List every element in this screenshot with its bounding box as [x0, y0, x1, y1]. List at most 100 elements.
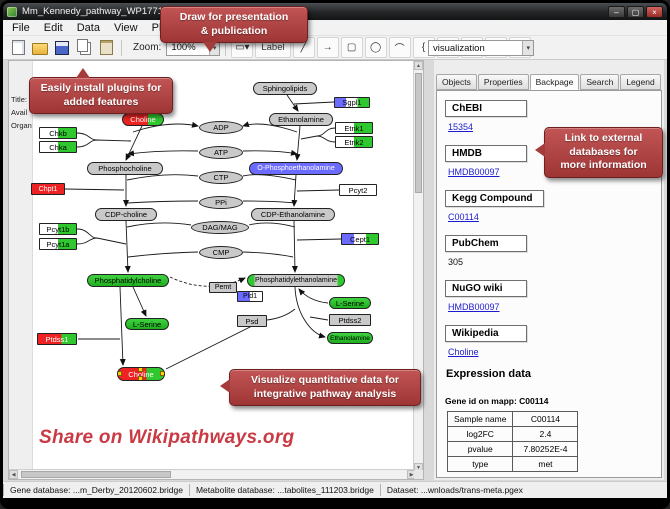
app-icon [7, 6, 17, 17]
node-cdp-choline[interactable]: CDP-choline [95, 208, 157, 221]
pathway-edge [242, 174, 297, 181]
selection-handle[interactable] [160, 371, 164, 376]
node-ptdss2[interactable]: Ptdss2 [329, 314, 371, 326]
node-l-serine-left[interactable]: L-Serine [125, 318, 169, 330]
node-ptdss1[interactable]: Ptdss1 [37, 333, 77, 345]
node-pld1[interactable]: Pld1 [237, 291, 263, 302]
node-label: ADP [213, 123, 229, 132]
node-ppi[interactable]: PPi [199, 196, 243, 209]
node-choline-bottom[interactable]: Choline [117, 367, 165, 381]
arrow-tool-button[interactable]: → [316, 37, 339, 58]
copy-icon [76, 39, 88, 52]
node-ctp[interactable]: CTP [199, 171, 243, 184]
node-cdp-ethanolamine[interactable]: CDP-Ethanolamine [251, 208, 335, 221]
selection-handle[interactable] [138, 376, 143, 380]
visualization-select[interactable]: visualization ▾ [428, 40, 534, 56]
new-file-button[interactable] [8, 38, 28, 57]
node-label: Phosphocholine [98, 164, 152, 173]
close-button[interactable]: × [646, 5, 663, 18]
callout-text: Draw for presentation [179, 11, 289, 23]
save-button[interactable] [52, 38, 72, 57]
rectangle-tool-button[interactable]: ▢ [340, 37, 363, 58]
node-cept1[interactable]: Cept1 [341, 233, 379, 245]
scroll-up-icon[interactable]: ▲ [414, 61, 423, 70]
toolbar-file-group [8, 38, 116, 57]
node-phosphocholine[interactable]: Phosphocholine [87, 162, 163, 175]
toolbar-separator [225, 39, 227, 56]
node-sphingolipids[interactable]: Sphingolipids [253, 82, 317, 95]
menu-edit[interactable]: Edit [43, 21, 63, 34]
horizontal-scrollbar[interactable]: ◀ ▶ [9, 469, 416, 479]
node-l-serine-right[interactable]: L-Serine [329, 297, 371, 309]
node-pcyt1a[interactable]: Pcyt1a [39, 238, 77, 250]
selection-handle[interactable] [138, 368, 143, 372]
node-o-phosphoethanolamine[interactable]: O-Phosphoethanolamine [249, 162, 343, 175]
node-cmp[interactable]: CMP [199, 246, 243, 259]
status-segment: Dataset: ...wnloads/trans-meta.pgex [379, 484, 529, 496]
backpage-link-chebi[interactable]: 15354 [448, 122, 474, 132]
backpage-link-wikipedia[interactable]: Choline [448, 347, 479, 357]
node-choline-top[interactable]: Choline [122, 113, 164, 126]
node-pcyt2[interactable]: Pcyt2 [339, 184, 377, 196]
vertical-scrollbar[interactable]: ▲ ▼ [413, 61, 423, 472]
scrollbar-thumb[interactable] [415, 73, 422, 193]
backpage-link-nugo-wiki[interactable]: HMDB00097 [448, 302, 500, 312]
open-folder-icon [32, 43, 48, 55]
menu-view[interactable]: View [113, 21, 138, 34]
node-label: Phosphatidylcholine [94, 276, 162, 285]
ellipse-tool-button[interactable]: ◯ [364, 37, 387, 58]
node-psd[interactable]: Psd [237, 315, 267, 327]
callout-pointer-icon [535, 143, 545, 157]
expression-cell: Sample name [446, 411, 514, 427]
new-file-icon [11, 40, 25, 55]
pathway-edge [294, 125, 301, 161]
maximize-button[interactable]: ▢ [627, 5, 644, 18]
node-label: DAG/MAG [202, 223, 238, 232]
arc-tool-button[interactable]: ⌒ [388, 37, 411, 58]
pathway-edge [296, 238, 342, 241]
tab-objects[interactable]: Objects [436, 74, 477, 90]
expression-cell: 7.80252E-4 [512, 441, 579, 457]
node-chkb[interactable]: Chkb [39, 127, 77, 139]
node-ethanolamine-bottom[interactable]: Ethanolamine [327, 332, 373, 344]
expression-cell: C00114 [512, 411, 579, 427]
backpage-link-kegg-compound[interactable]: C00114 [448, 212, 479, 222]
open-folder-button[interactable] [30, 38, 50, 57]
paste-button[interactable] [96, 38, 116, 57]
node-pemt[interactable]: Pemt [209, 282, 237, 293]
node-chka[interactable]: Chka [39, 141, 77, 153]
pathway-edge [127, 251, 199, 258]
node-phosphatidylethanolamine[interactable]: Phosphatidylethanolamine [247, 274, 345, 287]
tab-backpage[interactable]: Backpage [529, 74, 580, 90]
menu-file[interactable]: File [12, 21, 30, 34]
copy-button[interactable] [74, 38, 94, 57]
node-label: Chka [49, 142, 67, 152]
node-atp[interactable]: ATP [199, 146, 243, 159]
node-phosphatidylcholine[interactable]: Phosphatidylcholine [87, 274, 169, 287]
tab-properties[interactable]: Properties [477, 74, 529, 90]
node-ethanolamine-top[interactable]: Ethanolamine [269, 113, 333, 126]
node-label: ATP [213, 148, 229, 157]
callout-text: Link to external [564, 132, 643, 144]
node-pcyt1b[interactable]: Pcyt1b [39, 223, 77, 235]
node-chpt1[interactable]: Chpt1 [31, 183, 65, 195]
selection-handle[interactable] [118, 371, 122, 376]
pathway-info-label: Title: [11, 95, 27, 104]
node-adp[interactable]: ADP [199, 121, 243, 134]
node-sgpl1[interactable]: Sgpl1 [334, 97, 370, 108]
backpage-link-hmdb[interactable]: HMDB00097 [448, 167, 500, 177]
tab-search[interactable]: Search [580, 74, 620, 90]
tab-legend[interactable]: Legend [620, 74, 661, 90]
node-dag-mag[interactable]: DAG/MAG [191, 221, 249, 234]
node-etnk2[interactable]: Etnk2 [335, 136, 373, 148]
node-label: L-Serine [335, 298, 365, 308]
scroll-left-icon[interactable]: ◀ [9, 470, 18, 479]
node-etnk1[interactable]: Etnk1 [335, 122, 373, 134]
scrollbar-thumb[interactable] [21, 471, 171, 478]
minimize-button[interactable]: – [608, 5, 625, 18]
menu-data[interactable]: Data [76, 21, 100, 34]
